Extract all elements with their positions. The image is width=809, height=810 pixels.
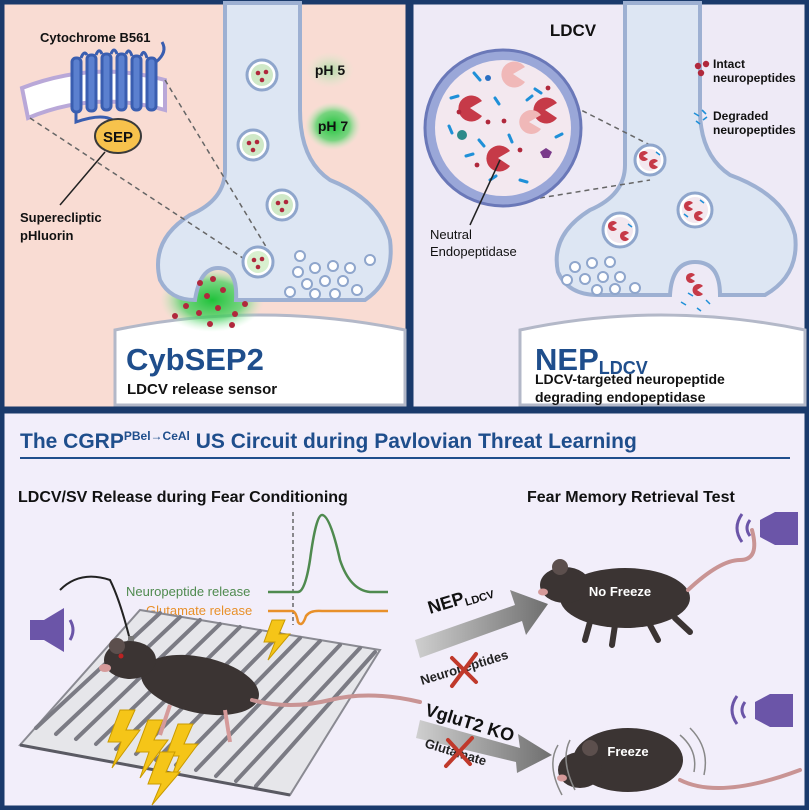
right-heading: Fear Memory Retrieval Test [527, 489, 735, 506]
superecliptic-label: Superecliptic [20, 210, 102, 225]
neuropeptide-release-label: Neuropeptide release [126, 584, 250, 599]
no-freeze-label: No Freeze [589, 584, 651, 599]
sep-pointer [59, 151, 106, 206]
panel-c-title-super: PBel→CeAl [124, 429, 190, 443]
postsynaptic-membrane-b [518, 313, 807, 407]
panel-c-title-prefix: The CGRP [20, 430, 124, 453]
nep-pointer [469, 159, 501, 226]
ldcv-vesicles-b [601, 143, 714, 312]
freeze-label: Freeze [607, 744, 648, 759]
panel-b-title-sub: LDCV [599, 358, 648, 378]
speaker-icon-left [30, 608, 75, 652]
phluorin-label: pHluorin [20, 228, 73, 243]
panel-c-title-suffix: US Circuit during Pavlovian Threat Learn… [190, 430, 637, 453]
ldcv-zoom-lumen [435, 60, 571, 196]
axon-terminal [156, 1, 393, 303]
synaptic-vesicles-b [561, 256, 641, 296]
neuropeptide-trace [268, 513, 388, 594]
cytochrome-b561-protein [70, 41, 166, 125]
endopeptidase-label: Endopeptidase [430, 244, 517, 259]
panel-b: Intact neuropeptides Degraded neuropepti… [423, 1, 807, 407]
glutamate-release-label: Glutamate release [146, 603, 252, 618]
arrow-nep [415, 590, 548, 658]
panel-a: SEP [19, 1, 407, 407]
panel-c: The CGRPPBel→CeAl US Circuit during Pavl… [18, 429, 802, 806]
synaptic-vesicles [284, 250, 376, 300]
ph7-label: pH 7 [318, 118, 349, 134]
ldcv-vesicles [236, 58, 299, 279]
shock-lightning-icons [107, 619, 292, 806]
left-heading: LDCV/SV Release during Fear Conditioning [18, 489, 348, 506]
legend-degraded-line1: Degraded [713, 109, 768, 123]
panel-b-subtitle-line2: degrading endopeptidase [535, 389, 706, 405]
panel-b-title-main: NEP [535, 342, 599, 377]
glutamate-trace [268, 609, 388, 626]
zoom-line-upper [164, 79, 269, 251]
panel-b-subtitle-line1: LDCV-targeted neuropeptide [535, 371, 725, 387]
legend-intact-icon [694, 60, 710, 77]
ph5-indicator [306, 52, 354, 88]
mouse-freeze [552, 727, 802, 796]
legend-degraded-line2: neuropeptides [713, 123, 796, 137]
panel-a-subtitle: LDCV release sensor [127, 381, 277, 398]
arrow-vglut2 [416, 720, 552, 773]
legend-intact-line2: neuropeptides [713, 71, 796, 85]
mouse-no-freeze [538, 528, 757, 648]
cross-mark-glutamate [444, 736, 474, 768]
neutral-label: Neutral [430, 227, 472, 242]
speaker-icon-right-bottom [730, 694, 793, 727]
speaker-icon-right-top [735, 512, 798, 545]
released-peptides [172, 276, 248, 328]
panel-c-title: The CGRPPBel→CeAl US Circuit during Pavl… [20, 429, 637, 453]
cross-mark-neuropeptides [450, 652, 478, 688]
ldcv-contents [447, 61, 564, 184]
ph7-indicator [305, 102, 361, 150]
panel-a-title: CybSEP2 [126, 342, 264, 377]
panel-b-title: NEPLDCV [535, 342, 648, 378]
zoom-line-lower [29, 117, 259, 269]
legend-degraded-icon [693, 109, 708, 125]
postsynaptic-membrane [113, 313, 407, 407]
ldcv-label: LDCV [550, 21, 597, 40]
cytochrome-b561-label: Cytochrome B561 [40, 30, 151, 45]
zoom-line-b-lower [539, 179, 651, 199]
legend-intact-line1: Intact [713, 57, 745, 71]
sep-label: SEP [103, 129, 133, 146]
sep-protein [94, 118, 142, 154]
mouse-with-implant [59, 575, 422, 743]
ph5-label: pH 5 [315, 62, 346, 78]
